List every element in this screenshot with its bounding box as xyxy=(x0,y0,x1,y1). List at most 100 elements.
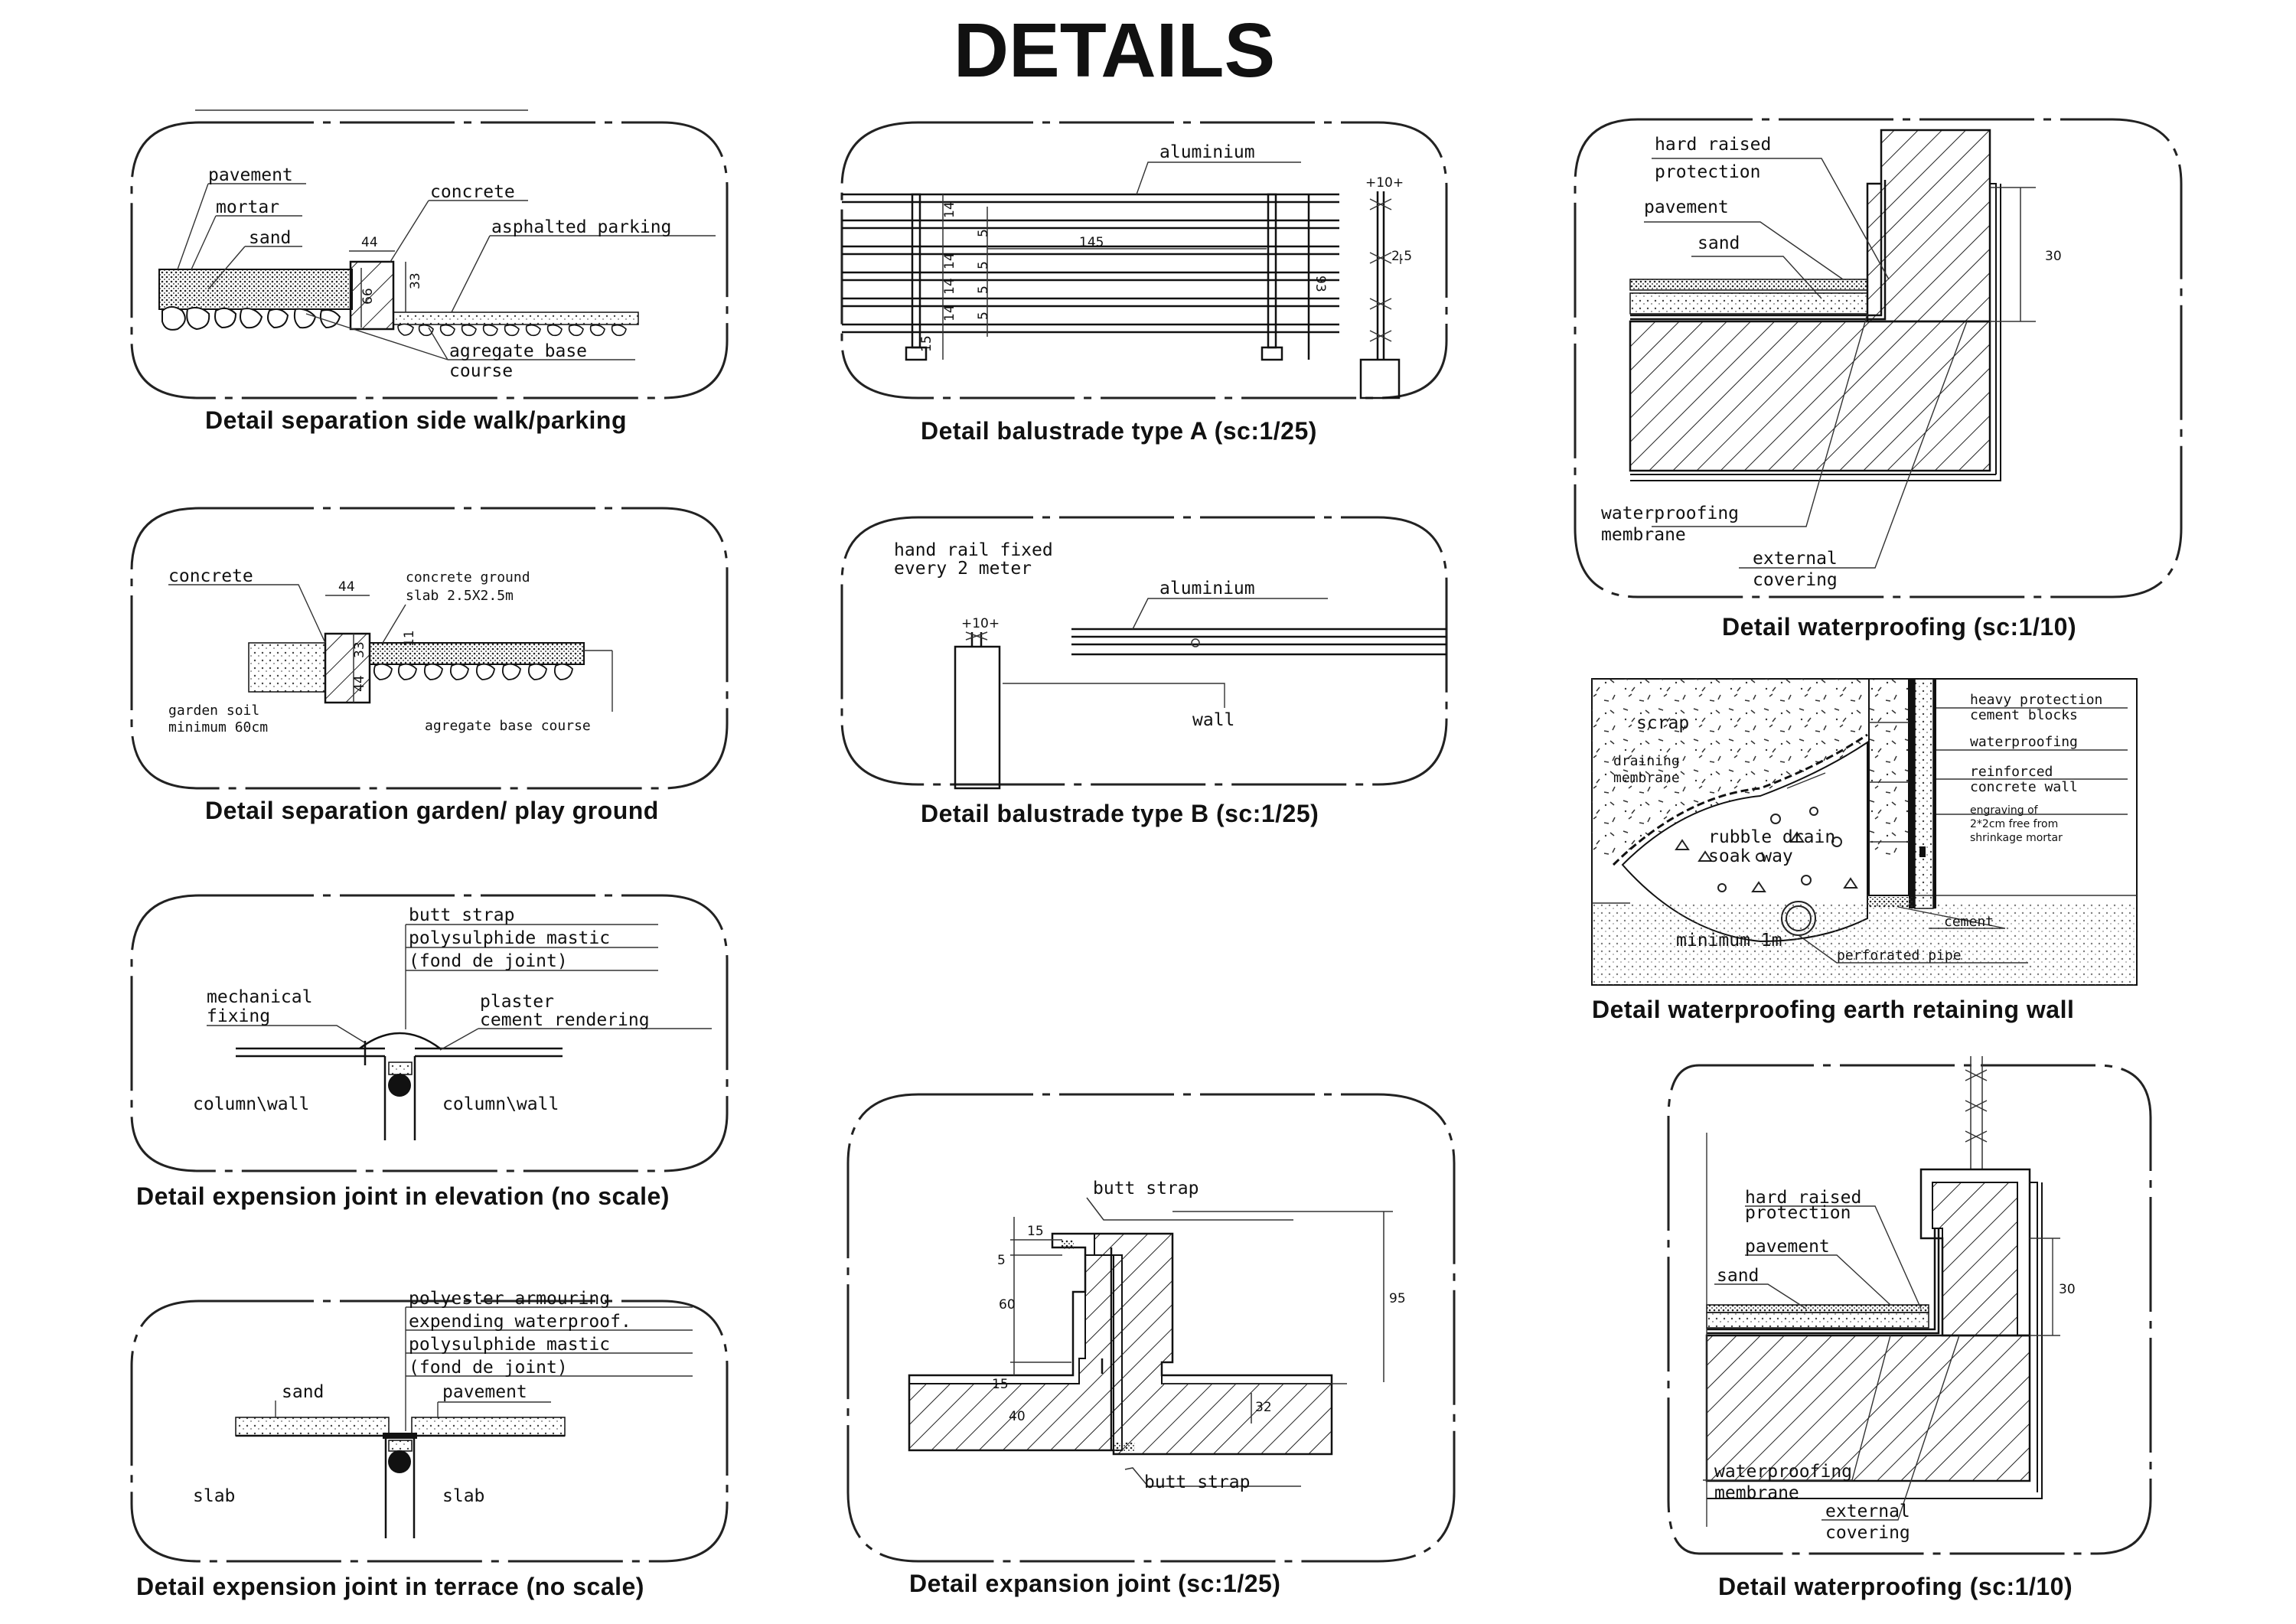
detail-joint-terrace: polyester armouring expending waterproof… xyxy=(130,1289,729,1600)
joint-elev-caption: Detail expension joint in elevation (no … xyxy=(136,1182,670,1210)
garden-label-minimum: minimum 60cm xyxy=(168,719,268,735)
bal-a-dim-0: 14 xyxy=(942,201,957,218)
wp-top-label-sand: sand xyxy=(1698,233,1740,253)
wp-bottom-label-sand: sand xyxy=(1717,1266,1759,1286)
retaining-label-free-from: 2*2cm free from xyxy=(1970,818,2058,830)
garden-label-slab-size: slab 2.5X2.5m xyxy=(406,588,514,604)
garden-label-concrete: concrete xyxy=(168,566,253,586)
exp-joint-dim-95: 95 xyxy=(1389,1291,1406,1306)
exp-joint-label-butt-strap-bottom: butt strap xyxy=(1144,1472,1250,1492)
joint-terrace-label-pavement: pavement xyxy=(442,1382,527,1402)
joint-elev-label-butt-strap: butt strap xyxy=(409,905,514,925)
balustrade-b-label-every: every 2 meter xyxy=(894,559,1032,579)
bal-a-dim-6: 14 xyxy=(942,305,957,321)
garden-label-garden-soil: garden soil xyxy=(168,703,259,719)
joint-terrace-label-mastic: polysulphide mastic xyxy=(409,1335,610,1355)
detail-balustrade-a: aluminium 14 5 14 5 14 5 14 5 15 145 93 … xyxy=(840,121,1448,445)
wp-top-caption: Detail waterproofing (sc:1/10) xyxy=(1722,613,2076,641)
bal-a-dim-3: 5 xyxy=(976,261,991,269)
joint-elev-label-fond: (fond de joint) xyxy=(409,951,568,971)
bal-a-dim-2: 14 xyxy=(942,253,957,269)
wp-bottom-label-covering: covering xyxy=(1825,1523,1910,1543)
wp-bottom-label-membrane: membrane xyxy=(1714,1483,1799,1503)
joint-terrace-caption: Detail expension joint in terrace (no sc… xyxy=(136,1573,644,1600)
balustrade-b-caption: Detail balustrade type B (sc:1/25) xyxy=(921,800,1319,827)
sidewalk-dim-44: 44 xyxy=(361,235,378,250)
wp-top-label-external: external xyxy=(1753,549,1838,569)
wp-bottom-label-external: external xyxy=(1825,1502,1910,1521)
bal-a-dim-2-5: 2.5 xyxy=(1391,249,1412,264)
sidewalk-label-agregate-base: agregate base xyxy=(449,341,587,361)
wp-bottom-caption: Detail waterproofing (sc:1/10) xyxy=(1718,1573,2073,1600)
wp-top-label-waterproofing: waterproofing xyxy=(1601,504,1739,523)
balustrade-a-rails xyxy=(842,193,1339,361)
sidewalk-caption: Detail separation side walk/parking xyxy=(205,406,627,434)
detail-waterproofing-top: hard raised protection pavement sand wat… xyxy=(1574,118,2183,641)
wp-top-label-covering: covering xyxy=(1753,570,1838,590)
wp-top-label-membrane: membrane xyxy=(1601,525,1686,545)
joint-elev-label-cement-rendering: cement rendering xyxy=(480,1010,650,1030)
balustrade-a-label-aluminium: aluminium xyxy=(1159,142,1255,162)
garden-label-agregate: agregate base course xyxy=(425,718,591,734)
retaining-label-soak-way: soak way xyxy=(1708,846,1793,866)
balustrade-a-caption: Detail balustrade type A (sc:1/25) xyxy=(921,417,1317,445)
retaining-label-perforated-pipe: perforated pipe xyxy=(1837,947,1962,964)
exp-joint-dim-32: 32 xyxy=(1255,1400,1272,1415)
exp-joint-caption: Detail expansion joint (sc:1/25) xyxy=(909,1570,1280,1597)
exp-joint-dim-15-bottom: 15 xyxy=(992,1377,1009,1392)
retaining-label-cement-blocks: cement blocks xyxy=(1970,707,2078,723)
detail-expansion-joint: butt strap butt strap 15 5 60 95 15 40 3… xyxy=(846,1093,1456,1597)
retaining-label-minimum: minimum 1m xyxy=(1676,931,1782,951)
sidewalk-dim-66: 66 xyxy=(360,288,376,305)
joint-elev-label-fixing: fixing xyxy=(207,1006,270,1026)
garden-dim-11: 11 xyxy=(402,630,417,647)
detail-balustrade-b: hand rail fixed every 2 meter aluminium … xyxy=(840,516,1448,827)
retaining-label-heavy-protection: heavy protection xyxy=(1970,692,2102,708)
joint-terrace-label-polyester: polyester armouring xyxy=(409,1289,610,1309)
wp-bottom-label-waterproofing: waterproofing xyxy=(1714,1462,1852,1482)
retaining-label-concrete-wall: concrete wall xyxy=(1970,779,2078,795)
joint-elev-label-column-left: column\wall xyxy=(193,1094,309,1114)
bal-a-dim-4: 14 xyxy=(942,278,957,295)
retaining-label-shrinkage: shrinkage mortar xyxy=(1970,832,2063,844)
detail-earth-retaining-wall: scrap draining membrane rubble drain soa… xyxy=(1591,678,2138,1023)
bal-a-dim-93: 93 xyxy=(1313,276,1328,292)
balustrade-b-label-hand-rail: hand rail fixed xyxy=(894,540,1053,560)
sidewalk-label-sand: sand xyxy=(249,228,291,248)
garden-dim-33: 33 xyxy=(352,641,367,658)
bal-a-dim-8: 15 xyxy=(919,335,934,352)
sidewalk-label-pavement: pavement xyxy=(208,165,293,185)
joint-terrace-label-expending: expending waterproof. xyxy=(409,1312,631,1332)
bal-a-dim-1: 5 xyxy=(976,229,991,237)
detail-sidewalk-parking: pavement mortar sand concrete asphalted … xyxy=(130,109,729,434)
joint-terrace-label-fond: (fond de joint) xyxy=(409,1358,568,1378)
retaining-label-rubble-drain: rubble drain xyxy=(1708,827,1835,847)
joint-elev-label-mastic: polysulphide mastic xyxy=(409,928,610,948)
joint-terrace-label-sand: sand xyxy=(282,1382,324,1402)
exp-joint-dim-15-top: 15 xyxy=(1027,1224,1044,1239)
wp-bottom-label-pavement: pavement xyxy=(1745,1237,1830,1257)
wp-top-label-protection: protection xyxy=(1655,162,1760,182)
sidewalk-label-concrete: concrete xyxy=(430,182,515,202)
sidewalk-label-asphalted-parking: asphalted parking xyxy=(491,217,671,237)
retaining-label-draining: draining xyxy=(1613,753,1680,769)
joint-elev-label-mechanical: mechanical xyxy=(207,987,312,1007)
garden-dim-44-side: 44 xyxy=(352,675,367,692)
exp-joint-dim-5: 5 xyxy=(997,1253,1006,1268)
joint-elev-label-column-right: column\wall xyxy=(442,1094,559,1114)
detail-joint-elevation: butt strap polysulphide mastic (fond de … xyxy=(130,894,729,1210)
bal-a-dim-7: 5 xyxy=(976,311,991,320)
sidewalk-label-course: course xyxy=(449,361,513,381)
sidewalk-dim-33: 33 xyxy=(408,272,423,289)
wp-bottom-dim-30: 30 xyxy=(2059,1282,2076,1297)
detail-waterproofing-bottom: hard raised protection pavement sand wat… xyxy=(1667,1056,2152,1600)
retaining-label-reinforced: reinforced xyxy=(1970,764,2053,780)
retaining-label-cement: cement xyxy=(1944,914,1994,930)
bal-a-dim-5: 5 xyxy=(976,285,991,294)
balustrade-b-label-wall: wall xyxy=(1192,710,1234,730)
joint-elev-label-plaster: plaster xyxy=(480,992,554,1012)
retaining-label-engraving: engraving of xyxy=(1970,804,2039,817)
retaining-caption: Detail waterproofing earth retaining wal… xyxy=(1592,996,2074,1023)
retaining-label-waterproofing: waterproofing xyxy=(1970,734,2078,750)
